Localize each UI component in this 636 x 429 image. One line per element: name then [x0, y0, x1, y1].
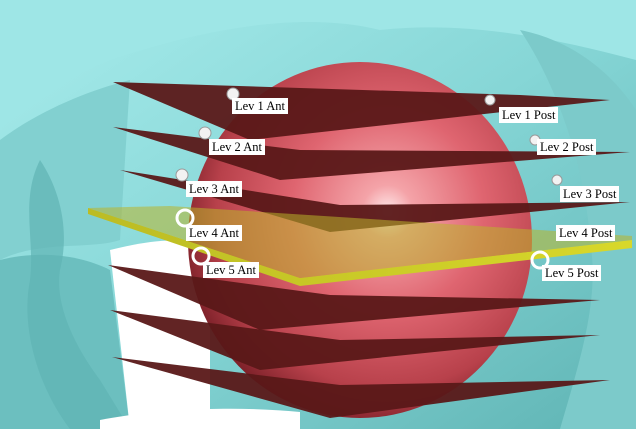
label-lev5-post: Lev 5 Post — [542, 265, 601, 281]
lev3-post-marker — [552, 175, 562, 185]
lev3-ant-marker — [176, 169, 188, 181]
label-lev2-post: Lev 2 Post — [537, 139, 596, 155]
label-lev5-ant: Lev 5 Ant — [203, 262, 259, 278]
label-lev3-ant: Lev 3 Ant — [186, 181, 242, 197]
label-lev4-post: Lev 4 Post — [556, 225, 615, 241]
label-lev3-post: Lev 3 Post — [560, 186, 619, 202]
label-lev2-ant: Lev 2 Ant — [209, 139, 265, 155]
lev2-ant-marker — [199, 127, 211, 139]
lev1-post-marker — [485, 95, 495, 105]
label-lev1-post: Lev 1 Post — [499, 107, 558, 123]
label-lev4-ant: Lev 4 Ant — [186, 225, 242, 241]
label-lev1-ant: Lev 1 Ant — [232, 98, 288, 114]
